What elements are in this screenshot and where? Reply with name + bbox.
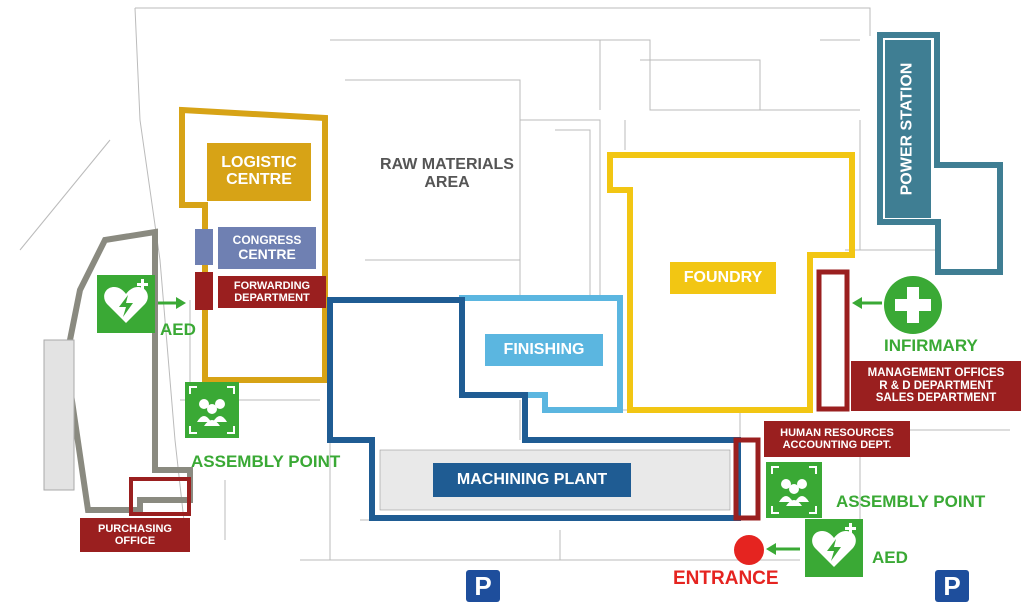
finishing-label: FINISHING — [485, 334, 603, 366]
parking-icon: P — [466, 570, 500, 602]
foundry-outline — [607, 152, 855, 413]
power-station-outline — [877, 32, 1003, 275]
power-station-label: POWER STATION — [885, 40, 931, 218]
logistic-centre-outline — [179, 106, 328, 383]
aed-icon — [104, 279, 148, 323]
infirmary-label: INFIRMARY — [884, 336, 978, 355]
hr-outline — [733, 437, 761, 521]
entrance-marker — [734, 535, 764, 565]
aed-sign-left — [97, 275, 155, 333]
map-linework — [19, 7, 1010, 561]
foundry-label: FOUNDRY — [670, 262, 776, 294]
raw-materials-label: RAW MATERIALS AREA — [380, 156, 514, 192]
assembly-point-label-right: ASSEMBLY POINT — [836, 492, 986, 511]
arrow-left-icon — [766, 543, 800, 555]
purchasing-outline — [129, 477, 191, 516]
forwarding-department-label: FORWARDING DEPARTMENT — [218, 276, 326, 308]
assembly-point-icon — [189, 386, 235, 434]
logistic-centre-label: LOGISTIC CENTRE — [207, 143, 311, 201]
hr-accounting-label: HUMAN RESOURCES ACCOUNTING DEPT. — [764, 421, 910, 457]
aed-icon — [812, 523, 856, 567]
aed-sign-right — [805, 519, 863, 577]
arrow-right-icon — [158, 297, 186, 309]
entrance-label: ENTRANCE — [673, 568, 779, 589]
congress-marker — [195, 229, 213, 265]
aed-label-right: AED — [872, 548, 908, 567]
management-offices-label: MANAGEMENT OFFICES R & D DEPARTMENT SALE… — [851, 361, 1021, 411]
first-aid-cross-icon — [884, 276, 942, 334]
purchasing-building-outline — [62, 228, 193, 513]
purchasing-office-label: PURCHASING OFFICE — [80, 518, 190, 552]
assembly-point-icon — [771, 466, 817, 514]
left-hatched-area — [43, 339, 75, 491]
assembly-sign-right — [766, 462, 822, 518]
aed-label-left: AED — [160, 320, 196, 339]
forwarding-marker — [195, 272, 213, 310]
congress-centre-label: CONGRESS CENTRE — [218, 227, 316, 269]
arrow-left-icon — [852, 297, 882, 309]
parking-icon: P — [935, 570, 969, 602]
assembly-point-label-left: ASSEMBLY POINT — [191, 452, 341, 471]
management-offices-outline — [816, 269, 850, 412]
assembly-sign-left — [185, 382, 239, 438]
machining-plant-label: MACHINING PLANT — [433, 463, 631, 497]
